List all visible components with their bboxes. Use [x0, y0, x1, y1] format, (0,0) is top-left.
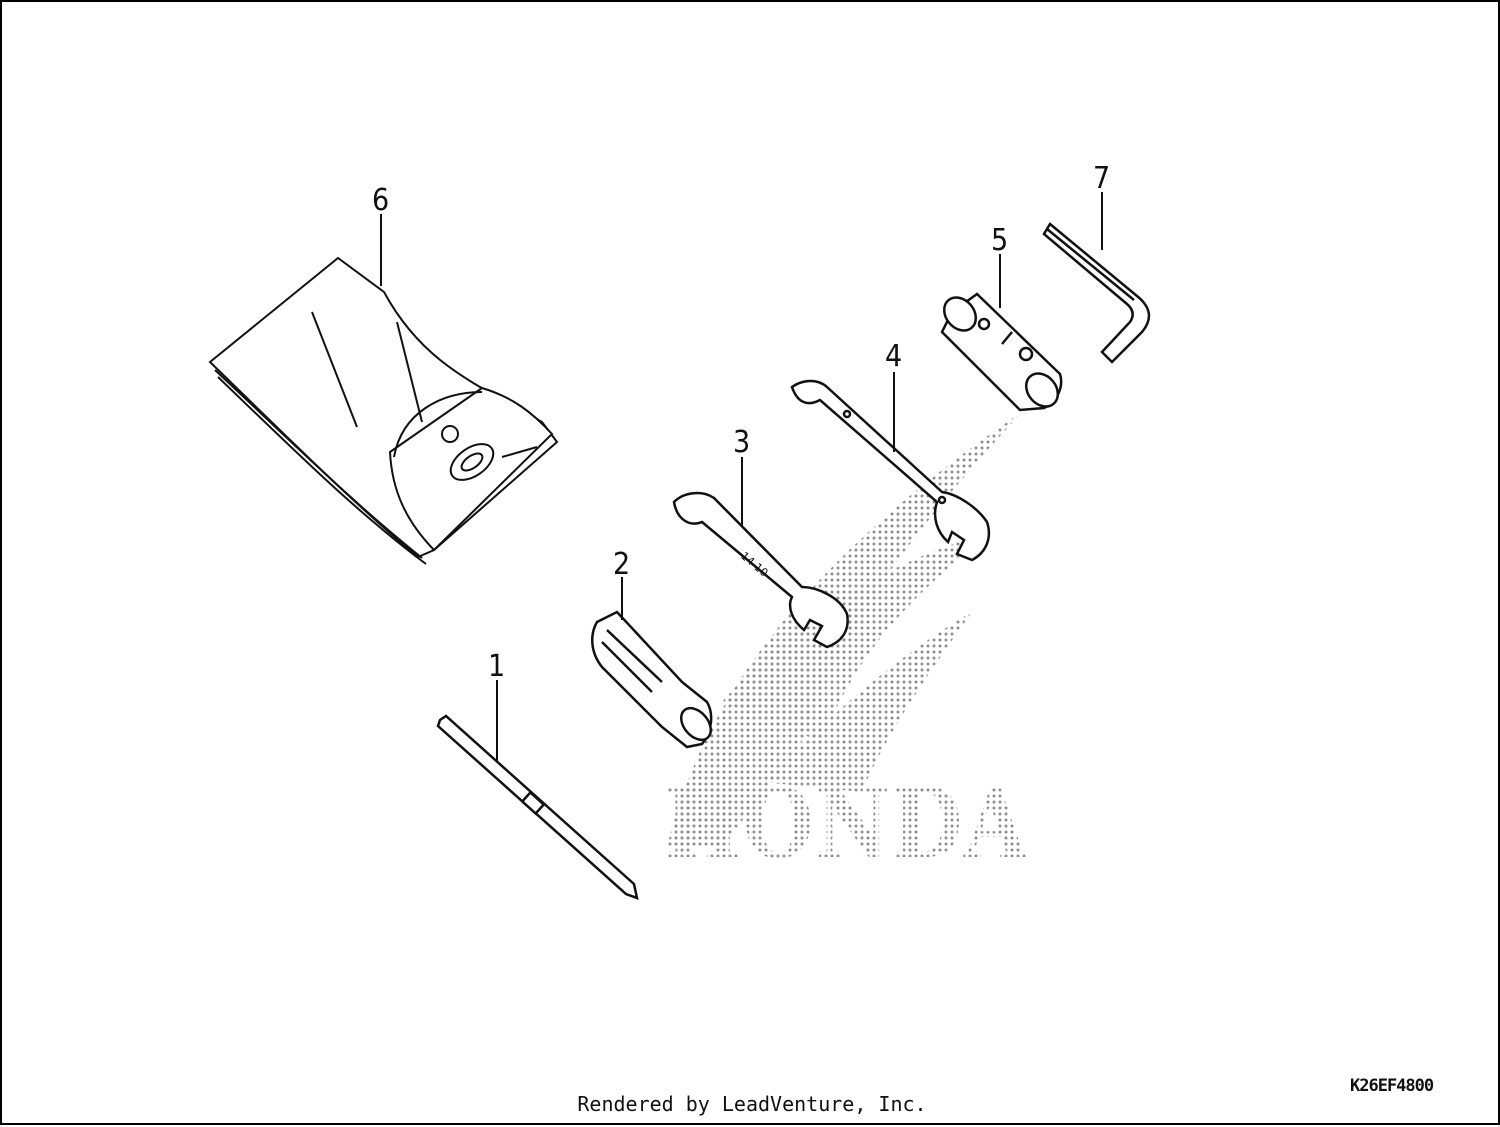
wrench-icon — [790, 379, 991, 562]
callout-7: 7 — [1093, 161, 1110, 196]
screwdriver-icon — [436, 714, 639, 900]
wrench-icon: 14 10 — [672, 491, 849, 649]
diagram-code: K26EF4800 — [1350, 1076, 1434, 1096]
honda-watermark-text: HONDA — [664, 767, 1029, 880]
footer-credit: Rendered by LeadVenture, Inc. — [577, 1092, 927, 1116]
callout-3: 3 — [733, 425, 750, 460]
callout-4: 4 — [885, 339, 902, 374]
grip-handle-icon — [591, 610, 713, 749]
callout-6: 6 — [372, 183, 389, 218]
tool-bag-icon — [208, 256, 559, 565]
plug-wrench-icon — [940, 292, 1063, 412]
callout-5: 5 — [991, 223, 1008, 258]
callout-2: 2 — [613, 547, 630, 582]
callout-1: 1 — [488, 649, 505, 684]
leader-lines — [380, 192, 1103, 762]
hex-key-icon — [1042, 222, 1151, 364]
